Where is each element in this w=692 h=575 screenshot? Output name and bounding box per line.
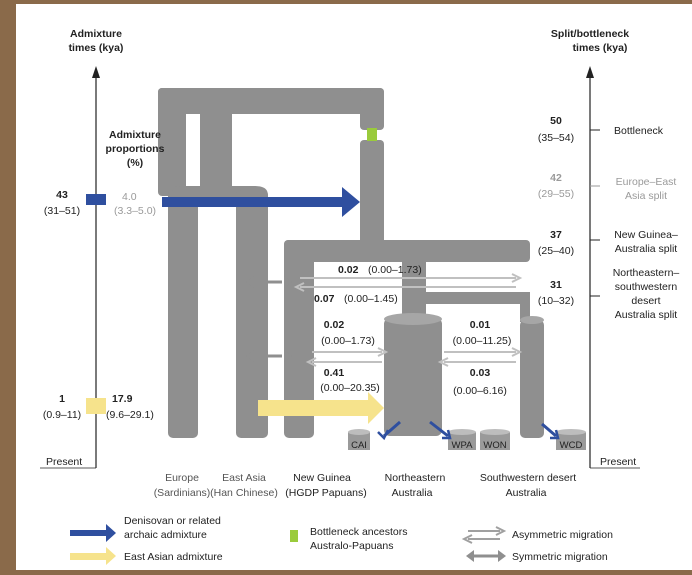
left-event-prop: 17.9 [112, 393, 133, 405]
subpop-cylinders: CAI WPA WON WCD [348, 420, 586, 451]
mig-rate-bold: 0.02 [338, 264, 359, 276]
legend-label: East Asian admixture [124, 551, 223, 563]
pop-label: (HGDP Papuans) [285, 487, 367, 499]
right-event-time: 37 [550, 229, 562, 241]
split-arrow-wcd [541, 422, 557, 438]
subpop-wcd: WCD [556, 429, 586, 451]
right-event-label: Northeastern– [613, 267, 680, 279]
mig-rate-ci: (0.00–6.16) [453, 385, 507, 397]
bottleneck-marker [367, 128, 377, 141]
asym-migration-arrows [293, 273, 523, 367]
right-present-label: Present [600, 456, 636, 468]
legend: Denisovan or related archaic admixture E… [70, 515, 613, 565]
pop-label: Northeastern [385, 472, 446, 484]
mig-rate-ci: (0.00–1.73) [368, 264, 422, 276]
mig-rate-bold: 0.03 [470, 367, 491, 379]
pop-label: East Asia [222, 472, 266, 484]
left-event-prop: 4.0 [122, 191, 137, 203]
legend-label: Bottleneck ancestors [310, 526, 407, 538]
pop-label: Australia [506, 487, 547, 499]
subpop-label: WON [483, 440, 506, 451]
pop-label: Australia [392, 487, 433, 499]
left-present-label: Present [46, 456, 82, 468]
sym-migration-arrows [246, 276, 292, 362]
mig-rate-bold: 0.41 [324, 367, 345, 379]
mig-rate-bold: 0.07 [314, 293, 335, 305]
left-axis [40, 66, 100, 469]
left-event-time: 1 [59, 393, 65, 405]
legend-eastasian: East Asian admixture [70, 547, 223, 565]
subpop-wpa: WPA [448, 429, 476, 451]
left-axis-title-2: times (kya) [69, 42, 124, 54]
right-event-ci: (29–55) [538, 188, 574, 200]
right-event-label: Asia split [625, 190, 667, 202]
subpop-label: WCD [560, 440, 583, 451]
mig-rate-ci: (0.00–1.45) [344, 293, 398, 305]
subpop-label: CAI [351, 440, 367, 451]
right-event-time: 50 [550, 115, 562, 127]
mig-rate-bold: 0.01 [470, 319, 491, 331]
left-event-prop-ci: (3.3–5.0) [114, 205, 156, 217]
legend-label: Symmetric migration [512, 551, 608, 563]
subpop-won: WON [480, 429, 510, 451]
right-event-label: Bottleneck [614, 125, 664, 137]
legend-denisovan: Denisovan or related archaic admixture [70, 515, 221, 542]
subpop-label: WPA [452, 440, 474, 451]
right-event-ci: (25–40) [538, 245, 574, 257]
right-event-label: southwestern [615, 281, 678, 293]
right-event-label: New Guinea– [614, 229, 678, 241]
left-marker-1 [86, 398, 106, 414]
left-event-ci: (0.9–11) [43, 409, 81, 421]
legend-sym: Symmetric migration [466, 550, 608, 563]
right-event-ci: (10–32) [538, 295, 574, 307]
pop-label: Europe [165, 472, 199, 484]
right-axis [586, 66, 640, 469]
pop-label: New Guinea [293, 472, 351, 484]
right-event-label: Australia split [615, 243, 678, 255]
right-axis-title-1: Split/bottleneck [551, 28, 629, 40]
pop-label: Southwestern desert [480, 472, 576, 484]
left-event-ci: (31–51) [44, 205, 80, 217]
split-arrow-wpa [429, 420, 449, 438]
right-event-label: Europe–East [616, 176, 677, 188]
right-event-time: 42 [550, 172, 562, 184]
denisovan-arrow [162, 187, 360, 217]
population-tree [158, 88, 544, 438]
mig-rate-ci: (0.00–11.25) [453, 335, 512, 347]
mig-rate-ci: (0.00–20.35) [320, 382, 380, 394]
left-axis-title-1: Admixture [70, 28, 122, 40]
left-event-time: 43 [56, 189, 68, 201]
right-event-time: 31 [550, 279, 562, 291]
pop-label: (Sardinians) [154, 487, 211, 499]
mig-rate-ci: (0.00–1.73) [321, 335, 375, 347]
right-event-label: desert [631, 295, 660, 307]
legend-asym: Asymmetric migration [461, 526, 613, 544]
admix-prop-title-2: proportions [106, 143, 165, 155]
legend-label: archaic admixture [124, 529, 207, 541]
right-event-ci: (35–54) [538, 132, 574, 144]
admix-prop-title-1: Admixture [109, 129, 161, 141]
subpop-cai: CAI [348, 429, 370, 451]
pop-label: (Han Chinese) [210, 487, 278, 499]
right-axis-title-2: times (kya) [573, 42, 628, 54]
legend-label: Denisovan or related [124, 515, 221, 527]
eastasian-arrow [258, 392, 384, 424]
left-event-prop-ci: (9.6–29.1) [106, 409, 154, 421]
admix-prop-title-3: (%) [127, 157, 143, 169]
legend-label: Australo-Papuans [310, 540, 393, 552]
right-event-label: Australia split [615, 309, 678, 321]
legend-label: Asymmetric migration [512, 529, 613, 541]
legend-bottleneck: Bottleneck ancestors Australo-Papuans [290, 526, 407, 552]
mig-rate-bold: 0.02 [324, 319, 345, 331]
left-marker-43 [86, 194, 106, 205]
